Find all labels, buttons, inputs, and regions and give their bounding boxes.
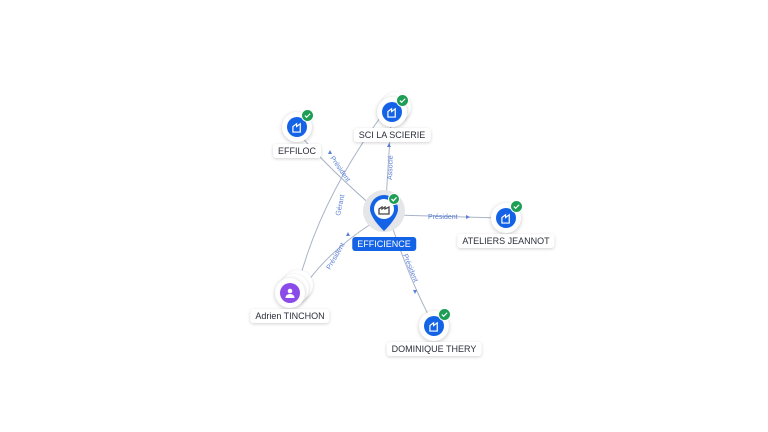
arrow-icon [466, 215, 470, 219]
node-label-adrien[interactable]: Adrien TINCHON [250, 309, 330, 323]
node-label-ateliers[interactable]: ATELIERS JEANNOT [457, 234, 555, 248]
arrow-icon [346, 232, 350, 236]
node-label-efficience[interactable]: EFFICIENCE [352, 237, 416, 251]
edge-label-adrien-efficience: Président [326, 242, 347, 271]
edge-label-efficience-dominique: Président [401, 253, 419, 283]
check-icon [441, 312, 448, 318]
node-dominique[interactable] [419, 308, 451, 341]
arrow-icon [328, 150, 332, 154]
check-icon [391, 196, 397, 202]
edge-efficience-dominique [391, 225, 431, 319]
node-adrien[interactable] [275, 278, 305, 308]
node-effiloc[interactable] [282, 109, 314, 142]
check-icon [304, 113, 311, 119]
node-ateliers[interactable] [491, 200, 523, 233]
check-icon [513, 204, 520, 210]
node-label-sci[interactable]: SCI LA SCIERIE [353, 128, 431, 142]
building-icon [291, 122, 301, 133]
building-icon [378, 205, 390, 215]
main-node-pin[interactable] [361, 188, 407, 242]
building-icon [500, 213, 510, 224]
node-label-dominique[interactable]: DOMINIQUE THERY [386, 342, 482, 356]
edge-label-adrien-sci: Gérant [335, 194, 346, 216]
check-icon [399, 98, 406, 104]
arrow-icon [387, 143, 391, 147]
user-icon [285, 288, 295, 298]
node-sci[interactable] [377, 94, 409, 127]
building-icon [428, 321, 438, 332]
edge-efficience-ateliers [394, 214, 501, 219]
building-icon [386, 107, 396, 118]
arrow-icon [413, 290, 417, 294]
node-label-effiloc[interactable]: EFFILOC [272, 144, 322, 158]
edge-label-efficience-sci: Associé [387, 155, 395, 180]
edge-label-efficience-ateliers: Président [428, 214, 458, 221]
